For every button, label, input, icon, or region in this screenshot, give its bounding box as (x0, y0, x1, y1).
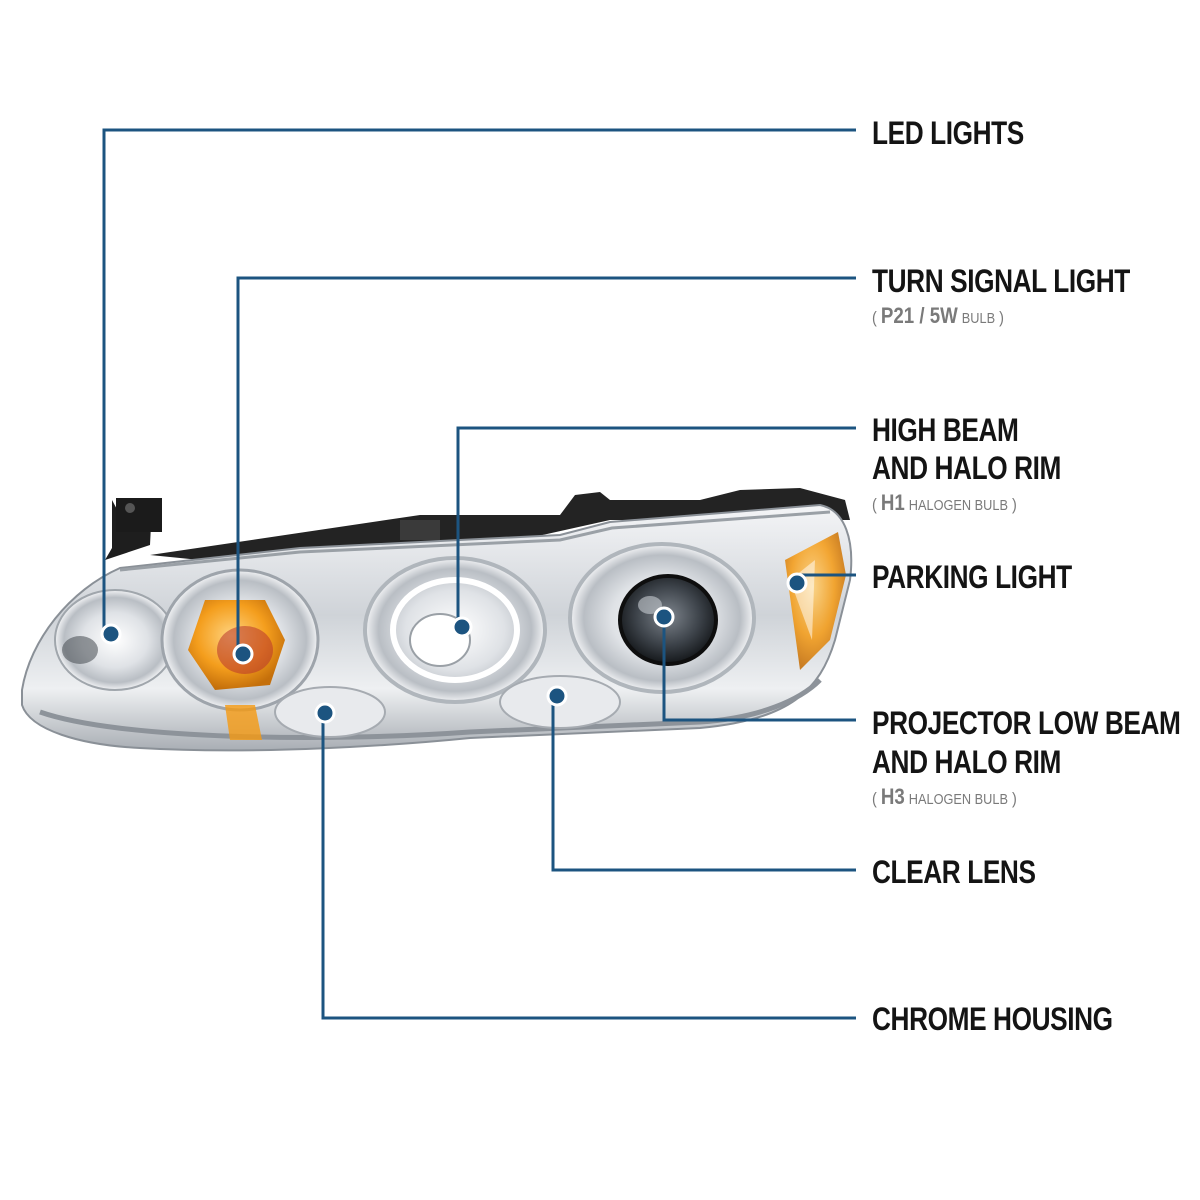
bulb-open-paren: ( (872, 308, 877, 327)
projector-bulb-spec: ( H3 HALOGEN BULB ) (872, 786, 1017, 811)
dot-chrome-housing (314, 702, 336, 724)
high-beam-bulb-spec: ( H1 HALOGEN BULB ) (872, 492, 1017, 517)
bulb-type: BULB (961, 310, 996, 327)
label-clear-lens: CLEAR LENS (872, 854, 1036, 890)
dot-parking-light (786, 572, 808, 594)
callout-dots (100, 572, 808, 724)
label-projector-line2: AND HALO RIM (872, 744, 1061, 780)
bulb-close-paren: ) (1012, 789, 1017, 808)
label-chrome-housing: CHROME HOUSING (872, 1001, 1113, 1037)
dot-turn-signal (232, 643, 254, 665)
parking-light-amber (785, 532, 846, 670)
label-projector-line1: PROJECTOR LOW BEAM (872, 705, 1181, 741)
bulb-code: H3 (880, 784, 905, 809)
rear-housing (105, 488, 850, 560)
mounting-tab (116, 498, 162, 532)
bulb-open-paren: ( (872, 495, 877, 514)
dot-led-lights (100, 623, 122, 645)
bulb-type: HALOGEN BULB (908, 791, 1008, 808)
label-high-beam-line1: HIGH BEAM (872, 412, 1019, 448)
label-parking-light: PARKING LIGHT (872, 559, 1072, 595)
bulb-code: P21 / 5W (880, 303, 958, 328)
bulb-close-paren: ) (1012, 495, 1017, 514)
bulb-close-paren: ) (999, 308, 1004, 327)
turn-signal-bulb-spec: ( P21 / 5W BULB ) (872, 305, 1004, 330)
dot-clear-lens (546, 685, 568, 707)
upper-trim (119, 510, 831, 572)
dot-projector (653, 606, 675, 628)
leader-projector (662, 617, 856, 722)
bulb-open-paren: ( (872, 789, 877, 808)
bulb-code: H1 (880, 490, 905, 515)
bulb-type: HALOGEN BULB (908, 497, 1008, 514)
dot-high-beam (451, 616, 473, 638)
label-led-lights: LED LIGHTS (872, 115, 1024, 151)
leader-chrome-housing (321, 711, 856, 1020)
label-turn-signal-light: TURN SIGNAL LIGHT (872, 263, 1130, 299)
label-high-beam-line2: AND HALO RIM (872, 450, 1061, 486)
lower-chrome-bar (39, 678, 822, 740)
